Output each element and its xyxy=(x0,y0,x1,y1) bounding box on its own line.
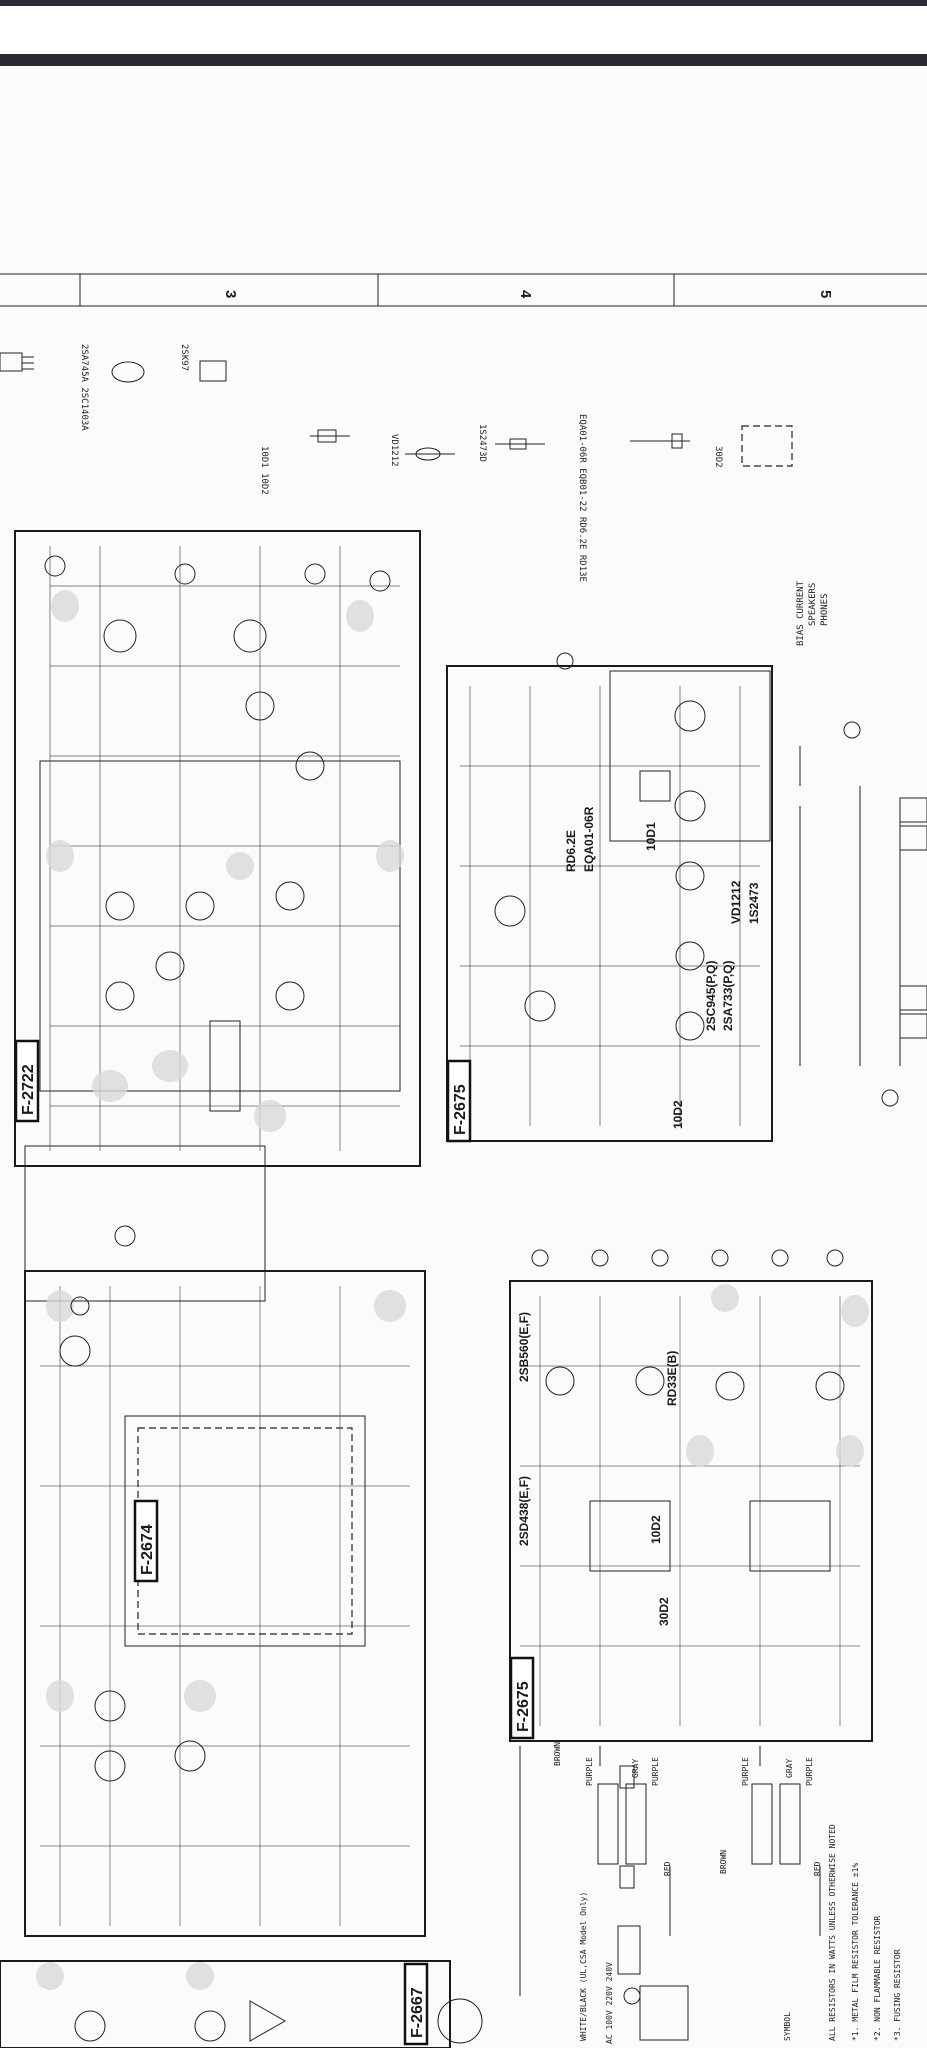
wire-label-purple-3: PURPLE xyxy=(741,1757,750,1786)
board-f2674-label: F-2674 xyxy=(139,1524,156,1575)
wire-label-purple-1: PURPLE xyxy=(585,1757,594,1786)
wire-label-purple-4: PURPLE xyxy=(805,1757,814,1786)
board-f2667-label: F-2667 xyxy=(409,1987,426,2038)
board-f2675-top-label: F-2675 xyxy=(452,1084,469,1135)
part-rd62e: RD6.2E xyxy=(564,830,578,872)
wire-label-gray-2: GRAY xyxy=(785,1759,794,1778)
board-f2675-bottom-label: F-2675 xyxy=(515,1681,532,1732)
part-eqa01: EQA01-06R xyxy=(582,806,596,872)
board-f2675-bottom-frame xyxy=(509,1280,873,1742)
header-bar xyxy=(0,54,927,66)
legend-30d2: 30D2 xyxy=(713,446,723,468)
part-10d2: 10D2 xyxy=(671,1100,685,1129)
part-2sd438: 2SD438(E,F) xyxy=(517,1476,531,1546)
legend-vd1212: VD1212 xyxy=(389,434,399,467)
jack-note-bias: BIAS CURRENT xyxy=(796,580,806,646)
jack-note-speakers: SPEAKERS xyxy=(808,583,818,626)
part-2sb560: 2SB560(E,F) xyxy=(517,1312,531,1382)
part-rd33e: RD33E(B) xyxy=(665,1351,679,1406)
wire-label-white-black: WHITE/BLACK (UL,CSA Model Only) xyxy=(579,1892,588,2041)
board-f2722: F-2722 xyxy=(14,530,421,1167)
note-metal-film: *1. METAL FILM RESISTOR TOLERANCE ±1% xyxy=(851,1863,860,2041)
grid-strip: 3 4 5 xyxy=(0,273,927,307)
jack-note-phones: PHONES xyxy=(820,593,830,626)
wire-label-red-1: RED xyxy=(663,1861,672,1876)
board-amp-middle-frame xyxy=(24,1270,426,1937)
notes-block: SYMBOL ALL RESISTORS IN WATTS UNLESS OTH… xyxy=(783,1824,902,2041)
legend-1s2473d: 1S2473D xyxy=(477,424,487,462)
board-f2675-bottom: 2SB560(E,F) 2SD438(E,F) RD33E(B) 10D2 30… xyxy=(509,1249,873,1742)
wire-label-gray-1: GRAY xyxy=(631,1759,640,1778)
board-f2675-top-frame xyxy=(446,665,773,1142)
legend-10d: 10D1 10D2 xyxy=(259,446,269,495)
board-amp-middle: F-2674 xyxy=(24,1145,426,1937)
note-resistor-watts: ALL RESISTORS IN WATTS UNLESS OTHERWISE … xyxy=(828,1824,837,2041)
note-non-flammable: *2. NON FLAMMABLE RESISTOR xyxy=(873,1916,882,2041)
grid-number-4: 4 xyxy=(517,290,534,299)
board-f2722-label: F-2722 xyxy=(20,1064,37,1115)
part-1s2473: 1S2473 xyxy=(747,882,761,924)
part-10d2-b: 10D2 xyxy=(649,1515,663,1544)
board-f2667: F-2667 xyxy=(0,1960,483,2048)
part-30d2: 30D2 xyxy=(657,1597,671,1626)
legend-eqa01: EQA01-06R EQB01-22 RD6.2E RD13E xyxy=(577,414,587,582)
power-transformer: BROWN PURPLE GRAY PURPLE RED BROWN PURPL… xyxy=(519,1742,822,1996)
part-2sc945: 2SC945(P,Q) xyxy=(704,961,718,1031)
wire-label-brown-1: BROWN xyxy=(553,1742,562,1766)
part-2sa733: 2SA733(P,Q) xyxy=(721,961,735,1031)
wire-label-brown-2: BROWN xyxy=(719,1850,728,1874)
wire-label-red-2: RED xyxy=(813,1861,822,1876)
speaker-switch-strip xyxy=(799,721,927,1107)
board-f2675-top: RD6.2E EQA01-06R 10D1 VD1212 1S2473 2SC9… xyxy=(446,580,830,1143)
note-symbol: SYMBOL xyxy=(783,2012,792,2041)
board-f2667-frame xyxy=(0,1960,451,2048)
legend-2sk97: 2SK97 xyxy=(179,344,189,371)
schematic-sheet: 3 4 5 2SA745A 2SC1403A 2SK97 10D1 10D2 V… xyxy=(0,66,927,2048)
board-f2722-frame xyxy=(14,530,421,1167)
ac-input-section: WHITE/BLACK (UL,CSA Model Only) AC 100V … xyxy=(579,1765,689,2044)
part-10d1: 10D1 xyxy=(644,822,658,851)
note-fusing: *3. FUSING RESISTOR xyxy=(893,1949,902,2041)
part-vd1212: VD1212 xyxy=(729,880,743,924)
ac-voltage-label: AC 100V 220V 240V xyxy=(605,1962,614,2044)
wire-label-purple-2: PURPLE xyxy=(651,1757,660,1786)
schematic-diagram: 3 4 5 2SA745A 2SC1403A 2SK97 10D1 10D2 V… xyxy=(0,273,927,2048)
top-edge-bar xyxy=(0,0,927,6)
parts-legend: 2SA745A 2SC1403A 2SK97 10D1 10D2 VD1212 … xyxy=(0,344,793,582)
grid-number-5: 5 xyxy=(817,290,834,298)
legend-2sa745a: 2SA745A 2SC1403A xyxy=(79,344,89,431)
grid-number-3: 3 xyxy=(222,290,239,298)
